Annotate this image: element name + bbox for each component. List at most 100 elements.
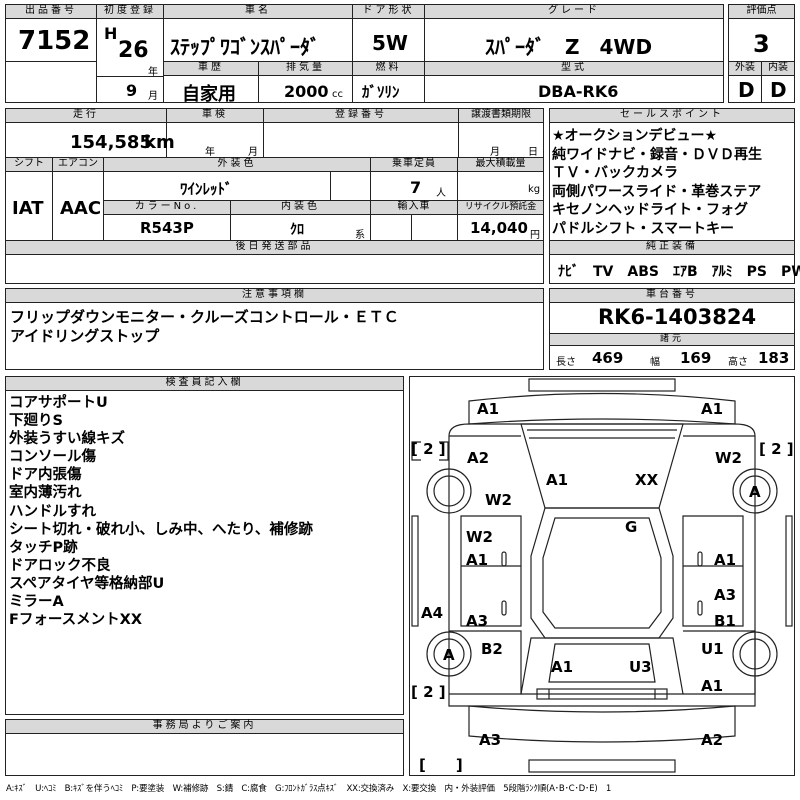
ext-color-header: 外装色 — [104, 158, 370, 172]
reg-no-header: 登録番号 — [264, 109, 458, 123]
transfer-header: 譲渡書類期限 — [459, 109, 543, 123]
month-unit: 月 — [148, 91, 158, 102]
recycle: 14,040 — [470, 219, 528, 237]
mark-a1-hood: A1 — [546, 471, 568, 489]
selling-point: ★オークションデビュー★ — [552, 128, 718, 144]
ac-header: エアコン — [53, 158, 103, 172]
mark-a3-left: A3 — [466, 612, 488, 630]
height: 183 — [758, 349, 790, 367]
displacement: 2000 — [284, 82, 329, 101]
mark-w2-right: W2 — [715, 449, 742, 467]
parts-header: 後日発送部品 — [6, 241, 543, 255]
inspector-note: コアサポートU — [9, 395, 108, 411]
int-grade: D — [770, 78, 787, 102]
mark-a1-right-door: A1 — [714, 551, 736, 569]
model: DBA-RK6 — [538, 82, 619, 101]
int-color: ｸﾛ — [290, 222, 304, 238]
recycle-unit: 円 — [530, 230, 540, 241]
first-reg-header: 初度登録 — [97, 5, 163, 19]
inspector-panel — [5, 376, 404, 715]
inspector-note: コンソール傷 — [9, 449, 96, 466]
capacity-unit: 人 — [436, 188, 446, 199]
mark-u3: U3 — [629, 658, 652, 676]
inspector-note: FフォースメントXX — [9, 612, 143, 629]
fuel-header: 燃料 — [353, 62, 424, 76]
transfer-day-unit: 日 — [528, 147, 538, 158]
selling-point: パドルシフト・スマートキー — [552, 220, 734, 237]
mark-a1-top-left: A1 — [477, 400, 499, 418]
note-line: アイドリングストップ — [10, 327, 160, 345]
mark-w2-left: W2 — [485, 491, 512, 509]
mark-a3-bottom: A3 — [479, 731, 501, 749]
selling-point: ＴＶ・バックカメラ — [552, 165, 678, 181]
capacity-header: 乗車定員 — [371, 158, 457, 172]
inspector-note: シート切れ・破れ小、しみ中、へたり、補修跡 — [9, 521, 313, 538]
displacement-unit: cc — [332, 89, 343, 100]
door-type: 5W — [372, 31, 408, 55]
inspector-note: 外装うすい線キズ — [9, 431, 125, 448]
car-name: ｽﾃｯﾌﾟﾜｺﾞﾝｽﾊﾟｰﾀﾞ — [170, 35, 320, 59]
mark-w2-left-door: W2 — [466, 528, 493, 546]
equipment: ﾅﾋﾞ TV ABS ｴｱB ｱﾙﾐ PS PW — [558, 264, 800, 280]
color-no-header: カラーNo. — [104, 201, 230, 215]
displacement-header: 排気量 — [259, 62, 352, 76]
year-unit: 年 — [148, 67, 158, 78]
mark-a3-right: A3 — [714, 586, 736, 604]
history-header: 車歴 — [164, 62, 258, 76]
mileage-unit: km — [144, 132, 175, 153]
recycle-header: リサイクル預託金 — [458, 201, 543, 215]
specs-header: 諸元 — [550, 334, 794, 346]
mark-u1: U1 — [701, 640, 724, 658]
inspector-header: 検査員記入欄 — [6, 377, 403, 391]
score-header: 評価点 — [729, 5, 794, 19]
color-no: R543P — [140, 219, 194, 237]
ac: AAC — [60, 198, 102, 219]
length-label: 長さ — [556, 357, 576, 368]
mark-a1-top-right: A1 — [701, 400, 723, 418]
legend: A:ｷｽﾞ U:ﾍｺﾐ B:ｷｽﾞを伴うﾍｺﾐ P:要塗装 W:補修跡 S:錆 … — [6, 784, 612, 794]
door-header: ドア形状 — [353, 5, 424, 19]
shift: IAT — [12, 198, 44, 219]
mark-a1-left-door: A1 — [466, 551, 488, 569]
inspector-note: ハンドルすれ — [9, 503, 96, 520]
grade: ｽﾊﾟｰﾀﾞ Z 4WD — [485, 35, 653, 59]
mark-g-roof: G — [625, 518, 637, 536]
mileage-header: 走行 — [6, 109, 166, 123]
mark-xx-hood: XX — [635, 471, 659, 489]
notes-list: フリップダウンモニター・クルーズコントロール・ＥＴＣ アイドリングストップ — [10, 308, 399, 346]
history: 自家用 — [182, 84, 236, 105]
mark-a1-bottom-right: A1 — [701, 677, 723, 695]
inspector-list: コアサポートU 下廻りS 外装うすい線キズ コンソール傷 ドア内張傷 室内薄汚れ… — [9, 394, 313, 629]
import-header: 輸入車 — [371, 201, 457, 215]
mark-bracket-empty: [ ] — [419, 756, 463, 774]
selling-points-list: ★オークションデビュー★ 純ワイドナビ・録音・ＤＶＤ再生 ＴＶ・バックカメラ 両… — [552, 127, 794, 238]
model-header: 型式 — [425, 62, 723, 76]
mark-b2: B2 — [481, 640, 503, 658]
mark-a2-bottom: A2 — [701, 731, 723, 749]
inspector-note: 室内薄汚れ — [9, 485, 82, 502]
office-header: 事務局よりご案内 — [6, 720, 403, 734]
chassis-header: 車台番号 — [550, 289, 794, 303]
inspector-note: タッチP跡 — [9, 539, 78, 556]
ext-color: ﾜｲﾝﾚｯﾄﾞ — [180, 180, 233, 198]
first-reg-year: 26 — [118, 38, 149, 63]
capacity: 7 — [410, 178, 422, 197]
header-panel — [5, 4, 724, 103]
mileage: 154,585 — [70, 132, 152, 153]
chassis-number: RK6-1403824 — [598, 305, 757, 329]
first-reg-month: 9 — [126, 81, 138, 100]
int-color-header: 内装色 — [231, 201, 370, 215]
car-diagram-panel — [409, 376, 795, 776]
inspector-note: ドアロック不良 — [9, 557, 111, 574]
car-diagram: A1 A1 [ 2 ] [ 2 ] A2 W2 A W2 A1 XX G W2 … — [411, 378, 794, 774]
mark-a1-rear: A1 — [551, 658, 573, 676]
car-name-header: 車名 — [164, 5, 352, 19]
width: 169 — [680, 349, 712, 367]
length: 469 — [592, 349, 624, 367]
selling-points-header: セールスポイント — [550, 109, 794, 123]
mark-a4: A4 — [421, 604, 443, 622]
mark-a2-left: A2 — [467, 449, 489, 467]
shift-header: シフト — [6, 158, 52, 172]
inspection-header: 車検 — [167, 109, 263, 123]
load-unit: kg — [528, 184, 541, 195]
